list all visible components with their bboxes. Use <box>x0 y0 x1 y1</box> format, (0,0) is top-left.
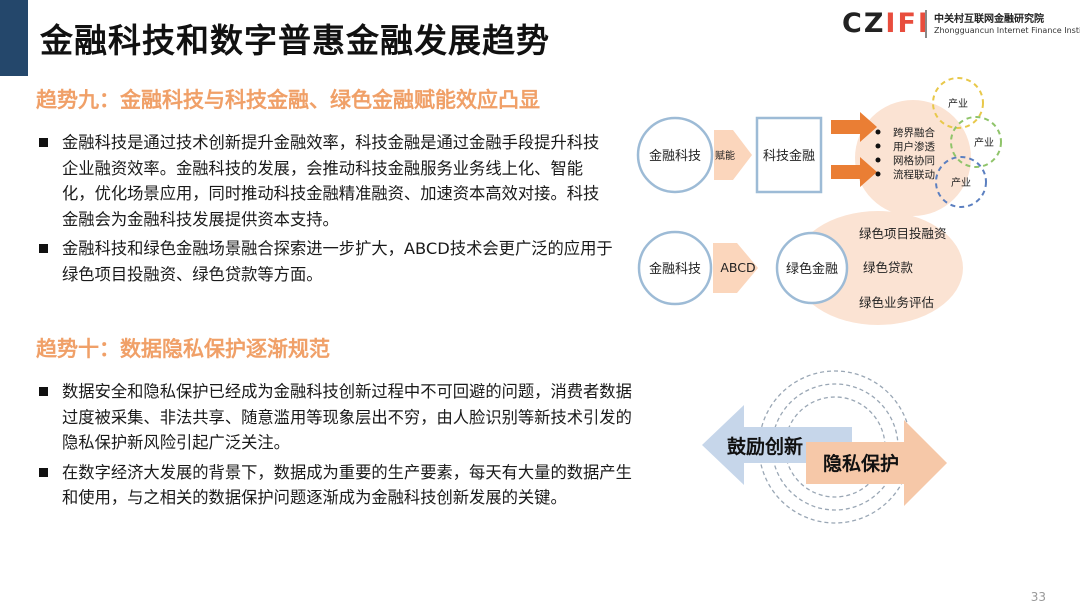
fintech-circle <box>637 230 713 306</box>
privacy-protection-label: 隐私保护 <box>823 452 899 475</box>
bullet-text: 在数字经济大发展的背景下，数据成为重要的生产要素，每天有大量的数据产生和使用，与… <box>62 462 632 508</box>
outer-dashed-ring <box>758 370 912 524</box>
trend9-bullets: 金融科技是通过技术创新提升金融效率，科技金融是通过金融手段提升科技企业融资效率。… <box>36 130 614 291</box>
list-item: 金融科技和绿色金融场景融合探索进一步扩大，ABCD技术会更广泛的应用于绿色项目投… <box>36 236 614 287</box>
abcd-label: ABCD <box>720 260 755 275</box>
enable-label: 赋能 <box>715 149 735 162</box>
item-label: 跨界融合 <box>893 126 935 139</box>
green-finance-circle <box>775 231 849 305</box>
item-label: 流程联动 <box>893 168 935 181</box>
logo-name-cn: 中关村互联网金融研究院 <box>934 14 1044 25</box>
industry-label: 产业 <box>951 176 971 189</box>
output-arrow-top <box>831 112 877 142</box>
output-arrow-bottom <box>831 157 877 187</box>
middle-dashed-ring <box>771 383 899 511</box>
bullet-square-icon <box>39 244 48 253</box>
dot-icon <box>875 143 881 149</box>
privacy-protection-arrow <box>806 420 947 506</box>
green-peach-blob <box>793 211 963 325</box>
diagram-innovation-privacy: 鼓励创新 隐私保护 <box>702 370 947 524</box>
encourage-innovation-label: 鼓励创新 <box>727 435 803 458</box>
inner-dashed-ring <box>784 396 886 498</box>
industry-circle-blue <box>935 156 987 208</box>
industry-label: 产业 <box>974 136 994 149</box>
logo-mark-prefix: CZ <box>842 8 886 39</box>
logo-mark-highlight: IFI <box>885 8 930 39</box>
tech-finance-label: 科技金融 <box>763 148 815 164</box>
fintech-label: 金融科技 <box>649 261 701 277</box>
diagram-fintech-techfinance: 金融科技 赋能 科技金融 跨界融合 用户渗透 网格协同 流程联动 产业 产业 产… <box>636 77 1002 216</box>
institute-logo: CZIFI 中关村互联网金融研究院 Zhongguancun Internet … <box>842 8 1080 42</box>
dot-icon <box>875 171 881 177</box>
bullet-text: 金融科技和绿色金融场景融合探索进一步扩大，ABCD技术会更广泛的应用于绿色项目投… <box>62 239 613 284</box>
title-accent-bar <box>0 0 28 76</box>
industry-circle-green <box>950 116 1002 168</box>
item-label: 绿色贷款 <box>863 260 914 275</box>
bullet-text: 金融科技是通过技术创新提升金融效率，科技金融是通过金融手段提升科技企业融资效率。… <box>62 133 600 229</box>
trend10-heading: 趋势十：数据隐私保护逐渐规范 <box>36 337 330 361</box>
list-item: 金融科技是通过技术创新提升金融效率，科技金融是通过金融手段提升科技企业融资效率。… <box>36 130 614 232</box>
bullet-square-icon <box>39 387 48 396</box>
trend10-bullets: 数据安全和隐私保护已经成为金融科技创新过程中不可回避的问题，消费者数据过度被采集… <box>36 379 636 515</box>
item-label: 用户渗透 <box>893 140 935 153</box>
page-number: 33 <box>1030 590 1046 604</box>
page-title: 金融科技和数字普惠金融发展趋势 <box>40 21 550 60</box>
logo-name-en: Zhongguancun Internet Finance Institute <box>934 26 1080 35</box>
logo-mark: CZIFI <box>842 8 930 39</box>
item-label: 网格协同 <box>893 154 935 167</box>
encourage-innovation-arrow <box>702 405 852 485</box>
list-item: 数据安全和隐私保护已经成为金融科技创新过程中不可回避的问题，消费者数据过度被采集… <box>36 379 636 456</box>
bullet-square-icon <box>39 467 48 477</box>
industry-label: 产业 <box>948 97 968 110</box>
tech-finance-box <box>755 116 823 194</box>
industry-circle-yellow <box>932 77 984 129</box>
item-label: 绿色业务评估 <box>859 295 934 310</box>
list-item: 在数字经济大发展的背景下，数据成为重要的生产要素，每天有大量的数据产生和使用，与… <box>36 460 636 511</box>
fintech-label: 金融科技 <box>649 148 701 164</box>
bullet-text: 数据安全和隐私保护已经成为金融科技创新过程中不可回避的问题，消费者数据过度被采集… <box>62 382 632 452</box>
trend9-heading: 趋势九：金融科技与科技金融、绿色金融赋能效应凸显 <box>36 88 540 112</box>
green-finance-label: 绿色金融 <box>786 261 838 277</box>
logo-divider <box>925 10 927 38</box>
enable-arrow <box>714 130 752 180</box>
dot-icon <box>875 157 881 163</box>
industry-peach-blob <box>855 100 971 216</box>
diagram-fintech-greenfinance: 金融科技 ABCD 绿色金融 绿色项目投融资 绿色贷款 绿色业务评估 <box>637 211 963 325</box>
bullet-square-icon <box>39 138 48 147</box>
item-label: 绿色项目投融资 <box>859 226 947 241</box>
fintech-circle <box>636 116 714 194</box>
dot-icon <box>875 129 881 135</box>
abcd-arrow <box>713 243 758 293</box>
